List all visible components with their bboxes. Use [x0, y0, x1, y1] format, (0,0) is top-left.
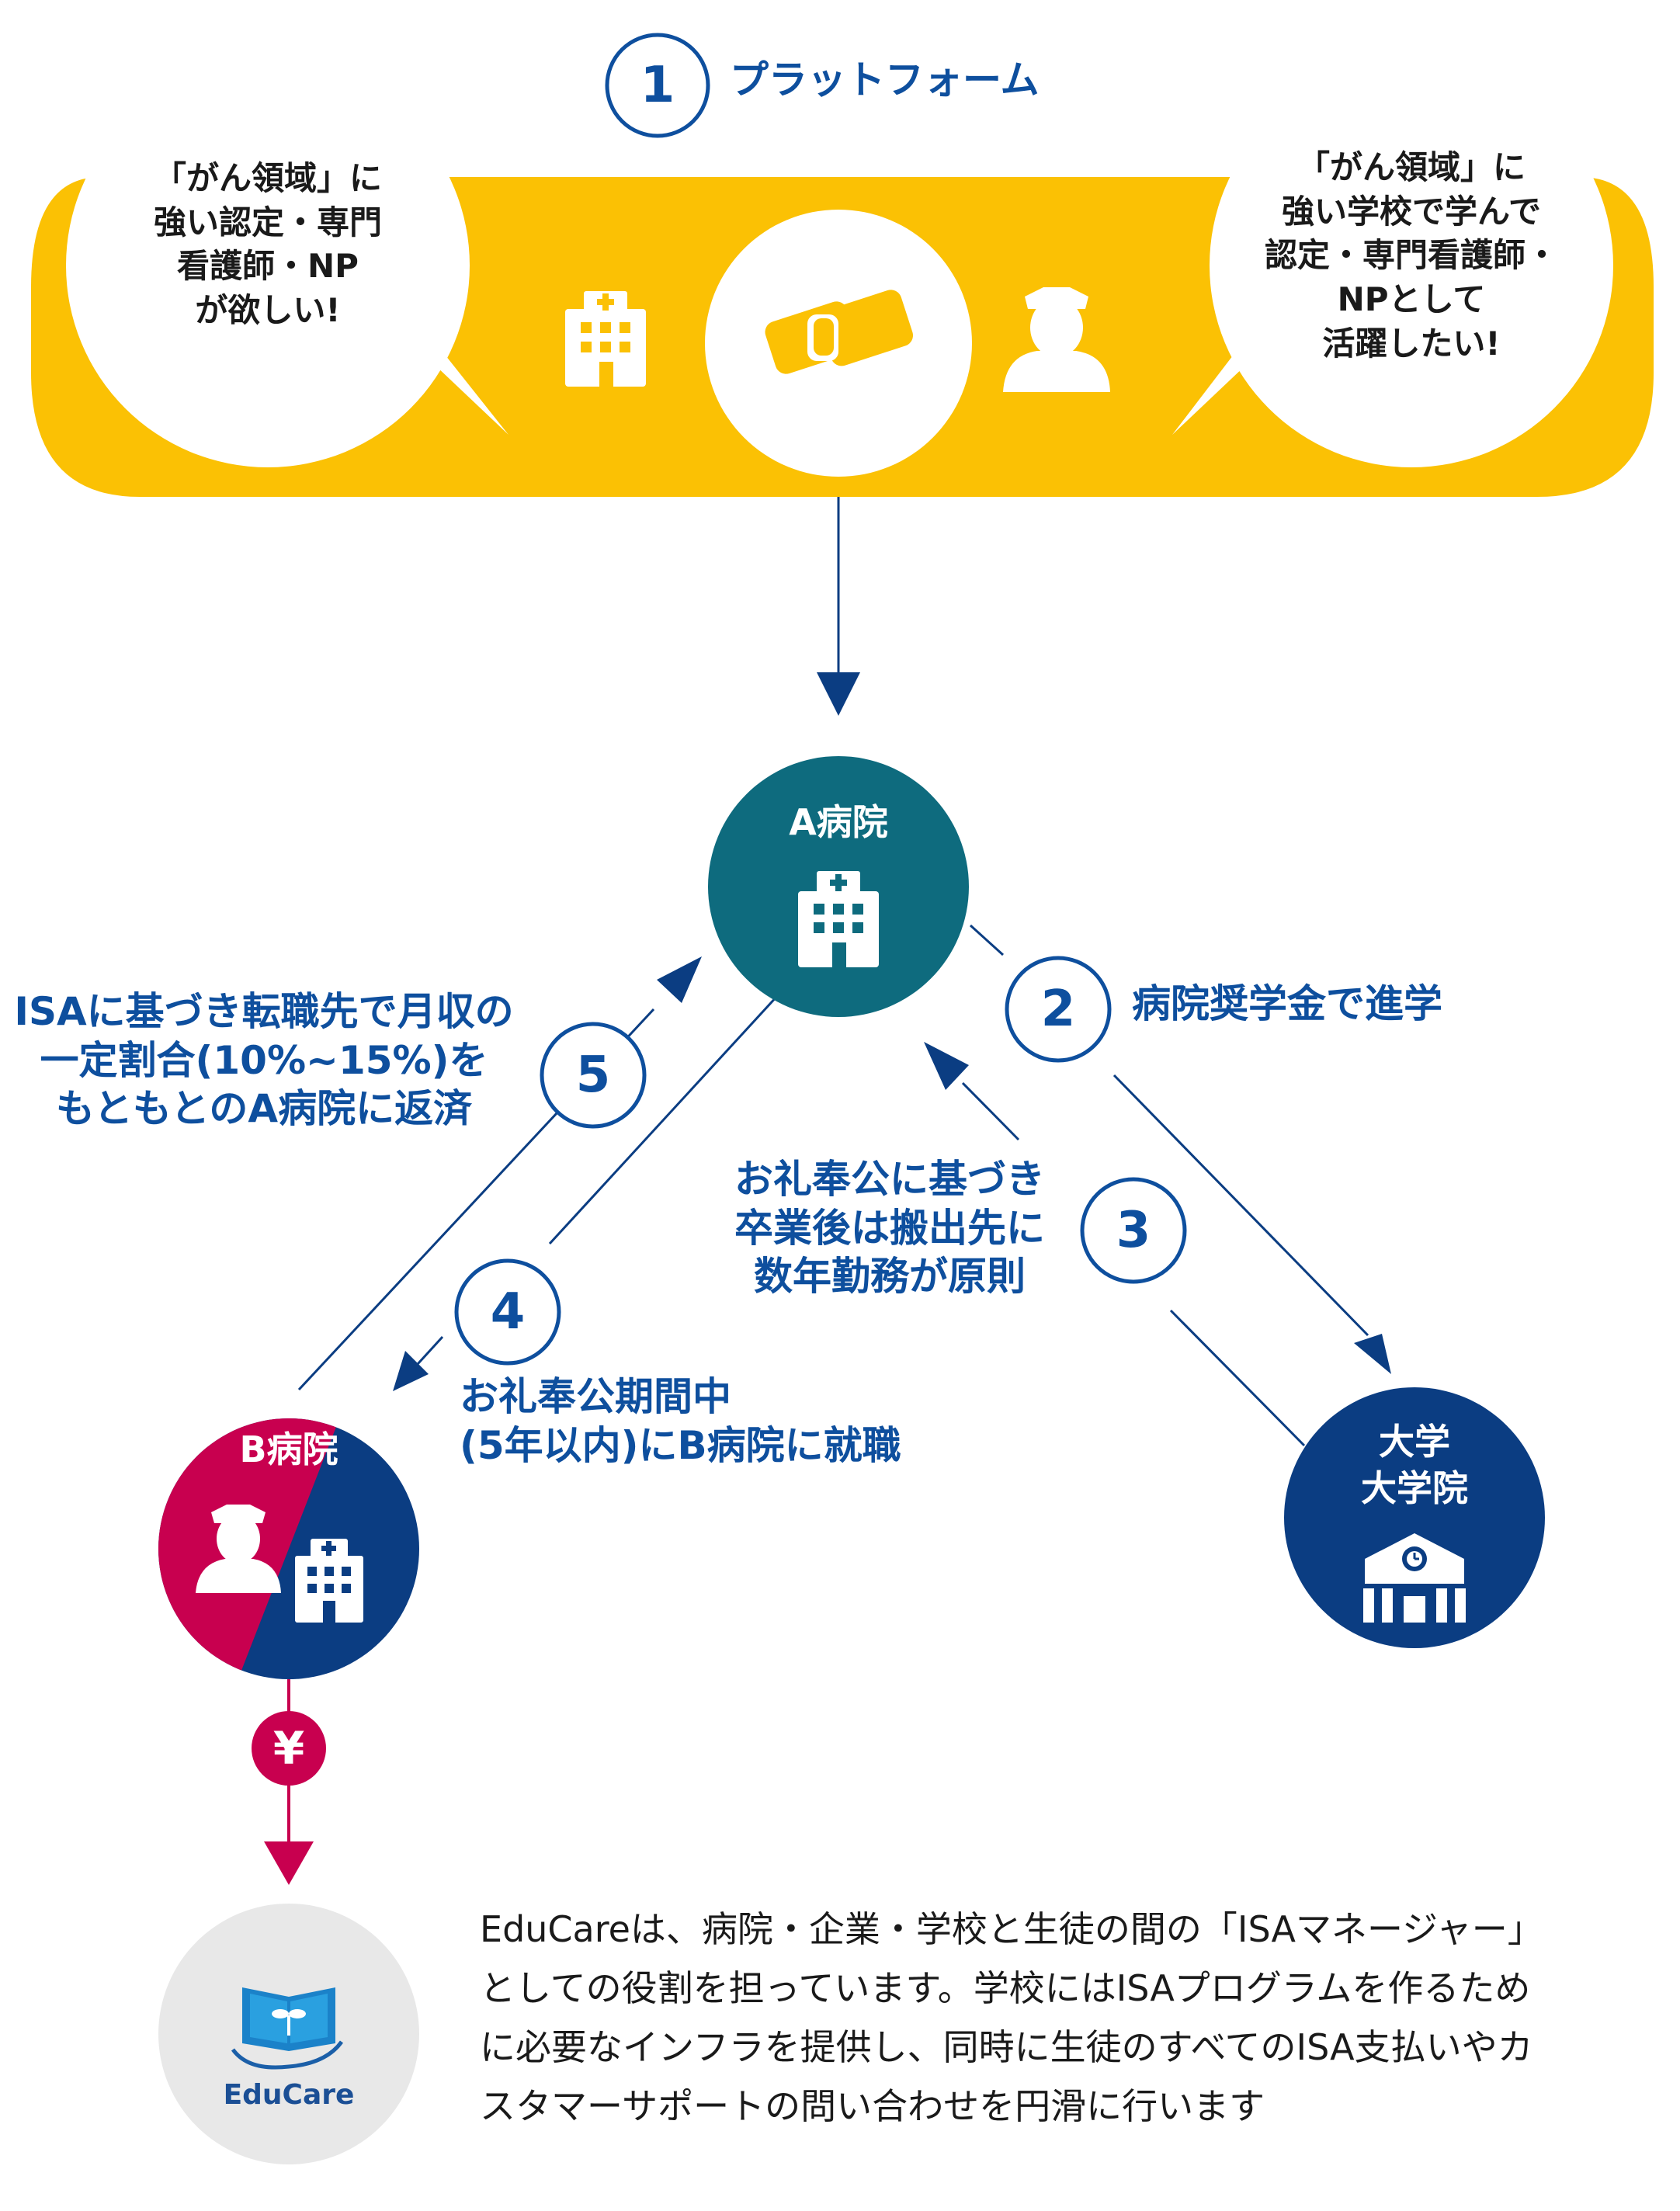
left-bubble-text: 「がん領域」に 強い認定・専門 看護師・NP が欲しい! — [82, 157, 454, 333]
platform-hospital-icon — [565, 291, 646, 387]
description-line: に必要なインフラを提供し、同時に生徒のすべてのISA支払いやカ — [480, 2025, 1533, 2068]
platform-nurse-icon — [1003, 287, 1110, 392]
platform-title: プラットフォーム — [730, 57, 1040, 102]
step-3-line: 数年勤務が原則 — [754, 1254, 1026, 1299]
step-1-number: 1 — [640, 57, 675, 114]
educare-description: EduCareは、病院・企業・学校と生徒の間の「ISAマネージャー」 としての役… — [480, 1900, 1660, 2136]
right-bubble-line: 認定・専門看護師・ — [1264, 236, 1558, 275]
right-bubble-line: 強い学校で学んで — [1282, 192, 1541, 231]
step-5-line: 一定割合(10%~15%)を — [40, 1037, 488, 1083]
university-label-line: 大学 — [1379, 1421, 1450, 1463]
step-3-line: お礼奉公に基づき — [734, 1157, 1045, 1202]
step-5-line: ISAに基づき転職先で月収の — [14, 989, 514, 1034]
step-3-text: お礼奉公に基づき 卒業後は搬出先に 数年勤務が原則 — [703, 1155, 1076, 1301]
right-bubble-line: 「がん領域」に — [1296, 148, 1526, 186]
step-5-text: ISAに基づき転職先で月収の 一定割合(10%~15%)を もともとのA病院に返… — [0, 987, 528, 1133]
step-5-number: 5 — [575, 1046, 611, 1104]
hospital-b-nurse-icon — [196, 1505, 281, 1593]
hospital-b-label: B病院 — [239, 1428, 338, 1470]
educare-logo-text: EduCare — [223, 2079, 355, 2111]
hospital-a-icon — [798, 871, 879, 967]
right-speech-bubble — [1210, 64, 1613, 467]
university-label-line: 大学院 — [1361, 1466, 1468, 1509]
step-4-number: 4 — [490, 1283, 526, 1341]
step-5-line: もともとのA病院に返済 — [55, 1086, 473, 1131]
university-label: 大学 大学院 — [1298, 1419, 1531, 1512]
step-2-text: 病院奨学金で進学 — [1132, 981, 1442, 1026]
description-line: としての役割を担っています。学校にはISAプログラムを作るため — [480, 1966, 1531, 2009]
left-bubble-line: 強い認定・専門 — [153, 203, 382, 241]
hospital-a-label: A病院 — [789, 801, 888, 843]
arrow-heads — [393, 672, 1391, 1391]
step-3-number: 3 — [1116, 1202, 1151, 1259]
description-line: EduCareは、病院・企業・学校と生徒の間の「ISAマネージャー」 — [480, 1908, 1543, 1950]
step-4-line: (5年以内)にB病院に就職 — [460, 1422, 901, 1468]
step-4-text: お礼奉公期間中 (5年以内)にB病院に就職 — [460, 1373, 901, 1470]
right-bubble-line: NPとして — [1337, 280, 1486, 319]
step-3-line: 卒業後は搬出先に — [734, 1205, 1045, 1251]
university-node — [1284, 1387, 1545, 1648]
yen-circle — [252, 1711, 326, 1786]
money-arrow-head — [264, 1841, 314, 1885]
left-speech-bubble — [66, 64, 470, 467]
book-sprout-icon — [231, 1987, 344, 2070]
left-bubble-line: 看護師・NP — [177, 247, 359, 286]
left-bubble-line: が欲しい! — [195, 291, 341, 330]
right-bubble-line: 活躍したい! — [1322, 324, 1501, 363]
step-2-number: 2 — [1040, 981, 1076, 1038]
step-4-line: お礼奉公期間中 — [460, 1374, 731, 1419]
yen-symbol: ¥ — [272, 1722, 305, 1775]
right-bubble-text: 「がん領域」に 強い学校で学んで 認定・専門看護師・ NPとして 活躍したい! — [1225, 146, 1598, 366]
description-line: スタマーサポートの問い合わせを円滑に行います — [480, 2084, 1265, 2127]
hospital-b-hospital-icon — [295, 1539, 363, 1623]
step-circles — [454, 33, 1187, 1366]
handshake-icon — [765, 290, 914, 374]
school-icon — [1363, 1533, 1466, 1623]
left-bubble-line: 「がん領域」に — [153, 159, 382, 197]
